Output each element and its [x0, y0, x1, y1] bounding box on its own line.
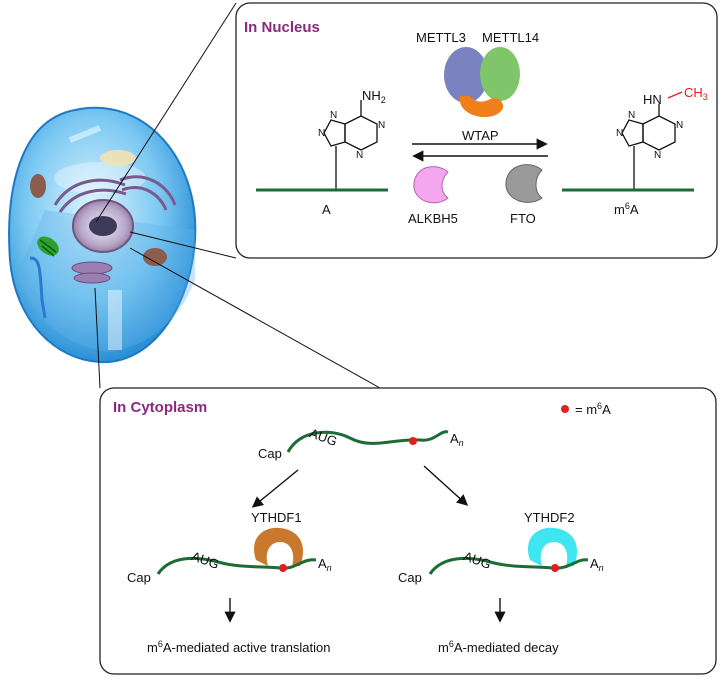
right-tail-sub: n: [599, 563, 604, 573]
ring-n-left-3: N: [318, 128, 325, 139]
mettl3-label: METTL3: [416, 30, 466, 45]
wtap-label: WTAP: [462, 128, 499, 143]
svg-text:m6A: m6A: [614, 201, 639, 217]
m6a-structure: [621, 91, 683, 190]
mitochondrion: [30, 174, 46, 198]
alkbh5-label: ALKBH5: [408, 211, 458, 226]
m6a-label-m: m: [614, 202, 625, 217]
outcome1-m: m: [147, 640, 158, 655]
a-label: A: [322, 202, 331, 217]
vesicle: [100, 150, 136, 166]
ring-n-right-3: N: [616, 128, 623, 139]
m6a-label-a: A: [630, 202, 639, 217]
endoplasmic-reticulum: [71, 261, 113, 284]
nucleolus: [89, 216, 117, 236]
svg-text:m6A-mediated active translatio: m6A-mediated active translation: [147, 639, 331, 655]
mettl14-label: METTL14: [482, 30, 539, 45]
left-tail-label: A: [318, 556, 327, 571]
top-m6a-dot: [409, 437, 417, 445]
left-cap-label: Cap: [127, 570, 151, 585]
right-tail-label: A: [590, 556, 599, 571]
mettl3-shape: [444, 47, 488, 103]
outcome2-m: m: [438, 640, 449, 655]
nh2-subscript: 2: [381, 95, 386, 105]
ythdf2-label: YTHDF2: [524, 510, 575, 525]
outcome1-text: A-mediated active translation: [163, 640, 331, 655]
wtap-shape: [459, 96, 504, 118]
legend-sup: 6: [597, 401, 602, 411]
svg-text:NH2: NH2: [362, 88, 386, 105]
ythdf1-shape: [254, 527, 304, 566]
outcome2-text: A-mediated decay: [454, 640, 559, 655]
top-tail-label: A: [450, 431, 459, 446]
right-m6a-dot: [551, 564, 559, 572]
left-branch-arrow: [251, 469, 299, 508]
left-mrna: [156, 556, 317, 575]
nh2-label: NH: [362, 88, 381, 103]
nucleus-title: In Nucleus: [244, 19, 320, 36]
m6a-label-sup: 6: [625, 201, 630, 211]
right-branch-arrow: [423, 465, 469, 506]
ring-n-left-2: N: [356, 150, 363, 161]
alkbh5-shape: [413, 166, 449, 204]
ring-n-left-1: N: [378, 120, 385, 131]
cytoplasm-panel: In Cytoplasm = m6A Cap AUG An YTHDF1 Cap…: [99, 387, 717, 675]
green-organelle: [37, 236, 59, 257]
fto-shape: [505, 164, 543, 203]
top-mrna: [286, 430, 449, 453]
svg-text:CH3: CH3: [684, 85, 708, 102]
hn-label: HN: [643, 92, 662, 107]
left-tail-sub: n: [327, 563, 332, 573]
svg-text:An: An: [590, 556, 604, 573]
right-mrna: [428, 556, 589, 575]
legend-a: A: [602, 402, 611, 417]
top-tail-sub: n: [459, 438, 464, 448]
ring-n-left-4: N: [330, 110, 337, 121]
ring-nitrogens: N N N N N N N N: [318, 110, 683, 161]
left-m6a-dot: [279, 564, 287, 572]
top-cap-label: Cap: [258, 446, 282, 461]
ythdf2-shape: [528, 527, 578, 566]
outcome1-sup: 6: [158, 639, 163, 649]
legend-m6a-dot: [561, 405, 569, 413]
svg-text:An: An: [318, 556, 332, 573]
ythdf1-label: YTHDF1: [251, 510, 302, 525]
mettl14-shape: [480, 47, 520, 101]
ring-n-right-2: N: [654, 150, 661, 161]
ch3-label: CH: [684, 85, 703, 100]
cell-illustration: [8, 106, 197, 364]
svg-text:= m6A: = m6A: [575, 401, 611, 417]
adenine-structure: [323, 100, 378, 190]
ch3-subscript: 3: [703, 92, 708, 102]
cytoplasm-title: In Cytoplasm: [113, 399, 207, 416]
outcome2-sup: 6: [449, 639, 454, 649]
svg-text:m6A-mediated decay: m6A-mediated decay: [438, 639, 559, 655]
legend-text: = m: [575, 402, 597, 417]
fto-label: FTO: [510, 211, 536, 226]
golgi: [53, 175, 177, 213]
right-cap-label: Cap: [398, 570, 422, 585]
leader-lines: [94, 2, 381, 389]
ring-n-right-1: N: [676, 120, 683, 131]
ring-n-right-4: N: [628, 110, 635, 121]
svg-text:An: An: [450, 431, 464, 448]
nucleus-panel: In Nucleus METTL3 METTL14 WTAP ALKBH5 FT…: [235, 2, 718, 259]
